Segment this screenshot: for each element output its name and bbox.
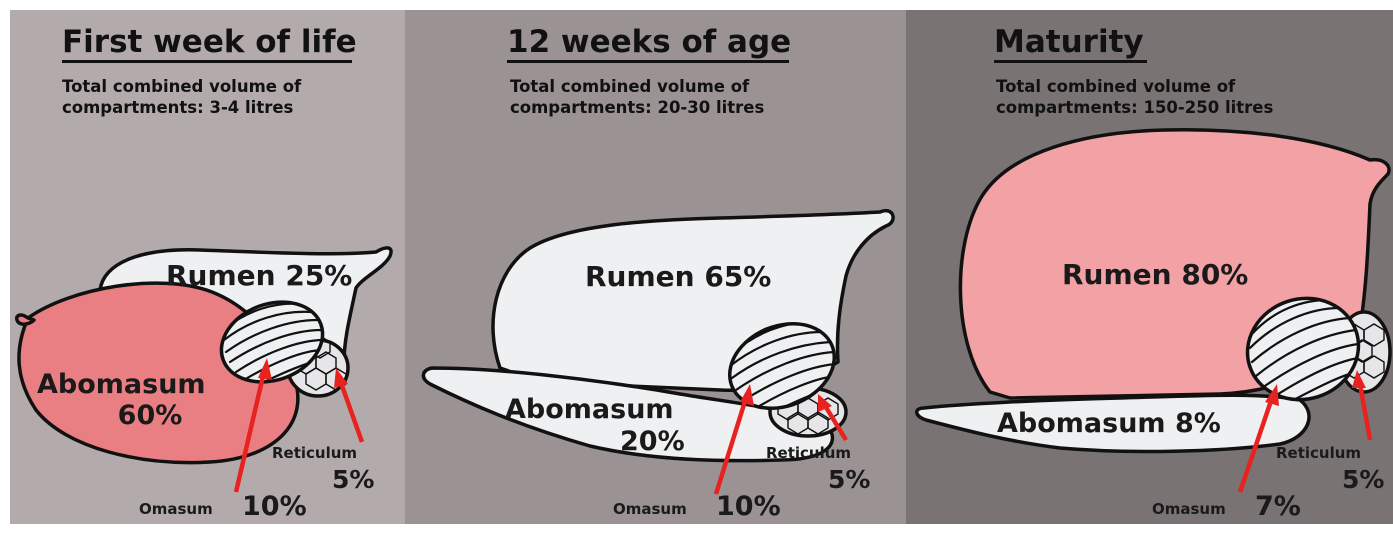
panel-2-reticulum-name: Reticulum	[766, 444, 851, 462]
panel-3-reticulum-name: Reticulum	[1276, 444, 1361, 462]
panel-2-rumen-percent: 65%	[704, 260, 771, 293]
panel-1-reticulum-percent: 5%	[332, 465, 374, 494]
panel-1-title: First week of life	[62, 24, 357, 60]
panel-2-title: 12 weeks of age	[507, 24, 791, 60]
panel-2-subtitle-line1: Total combined volume of	[510, 77, 750, 96]
panel-3-title-underline	[994, 60, 1147, 63]
panel-3-rumen-name: Rumen	[1062, 258, 1172, 291]
panel-3-abomasum-name: Abomasum	[997, 408, 1166, 439]
panel-3-rumen-label: Rumen 80%	[1062, 258, 1248, 291]
panel-3-subtitle-line1: Total combined volume of	[996, 77, 1236, 96]
panel-1-omasum-name: Omasum	[139, 500, 213, 518]
panel-3-omasum-percent: 7%	[1255, 491, 1301, 522]
panel-2-title-underline	[507, 60, 789, 63]
panel-1-title-underline	[62, 60, 352, 63]
panel-2-rumen-label: Rumen 65%	[585, 260, 771, 293]
panel-2-rumen-name: Rumen	[585, 260, 695, 293]
panel-3-title: Maturity	[994, 24, 1144, 60]
panel-3-rumen-percent: 80%	[1181, 258, 1248, 291]
panel-3-abomasum-percent: 8%	[1175, 408, 1221, 439]
panel-2-omasum-name: Omasum	[613, 500, 687, 518]
panel-3-subtitle-line2: compartments: 150-250 litres	[996, 98, 1273, 117]
panel-2-omasum-percent: 10%	[716, 491, 781, 522]
panel-1-rumen-percent: 25%	[285, 259, 352, 292]
panel-1-rumen-name: Rumen	[166, 259, 276, 292]
panel-first-week: First week of life Total combined volume…	[10, 10, 405, 524]
panel-3-abomasum-label: Abomasum 8%	[997, 408, 1221, 439]
panel-1-reticulum-name: Reticulum	[272, 444, 357, 462]
panel-1-abomasum-name: Abomasum	[37, 369, 206, 400]
panel-3-reticulum-percent: 5%	[1342, 465, 1384, 494]
panel-12-weeks: 12 weeks of age Total combined volume of…	[405, 10, 906, 524]
panel-1-abomasum-percent: 60%	[118, 400, 183, 431]
panel-2-subtitle-line2: compartments: 20-30 litres	[510, 98, 765, 117]
panel-1-rumen-label: Rumen 25%	[166, 259, 352, 292]
panel-1-omasum-percent: 10%	[242, 491, 307, 522]
panel-maturity: Maturity Total combined volume of compar…	[906, 10, 1393, 524]
panel-1-subtitle-line2: compartments: 3-4 litres	[62, 98, 294, 117]
panel-3-omasum-name: Omasum	[1152, 500, 1226, 518]
panel-1-subtitle-line1: Total combined volume of	[62, 77, 302, 96]
panel-2-abomasum-name: Abomasum	[505, 394, 674, 425]
panel-2-abomasum-percent: 20%	[620, 426, 685, 457]
panel-2-reticulum-percent: 5%	[828, 465, 870, 494]
